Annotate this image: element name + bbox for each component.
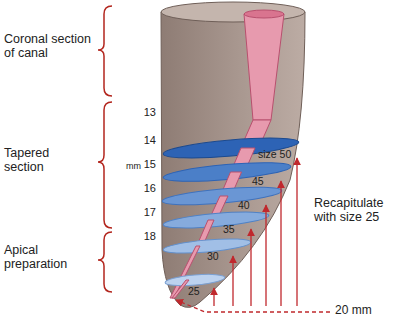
working-length: 20 mm <box>335 304 372 318</box>
length-mark: 18 <box>144 230 156 243</box>
length-mark: 13 <box>144 106 156 119</box>
root-outline <box>161 12 305 307</box>
canal-orifice <box>244 10 284 18</box>
length-mark: 16 <box>144 182 156 195</box>
section-brace <box>98 6 112 292</box>
file-size: 30 <box>207 250 219 262</box>
preparation-steps <box>162 120 300 298</box>
file-size: size 50 <box>258 148 291 160</box>
length-mark: 15 <box>144 158 156 171</box>
file-size: 35 <box>223 223 235 235</box>
unit-mark: mm <box>126 161 141 171</box>
instruction-note: Recapitulate with size 25 <box>314 196 408 225</box>
section-label: Tapered section <box>4 146 84 175</box>
canal-coronal <box>244 14 284 120</box>
file-size: 45 <box>252 175 264 187</box>
file-size: 25 <box>188 285 200 297</box>
section-label: Apical preparation <box>4 243 94 272</box>
recapitulate-arrow <box>214 158 297 306</box>
length-mark: 17 <box>144 206 156 219</box>
section-label: Coronal section of canal <box>4 32 96 61</box>
length-mark: 14 <box>144 134 156 147</box>
working-length-arrow <box>176 300 330 312</box>
file-size: 40 <box>238 199 250 211</box>
